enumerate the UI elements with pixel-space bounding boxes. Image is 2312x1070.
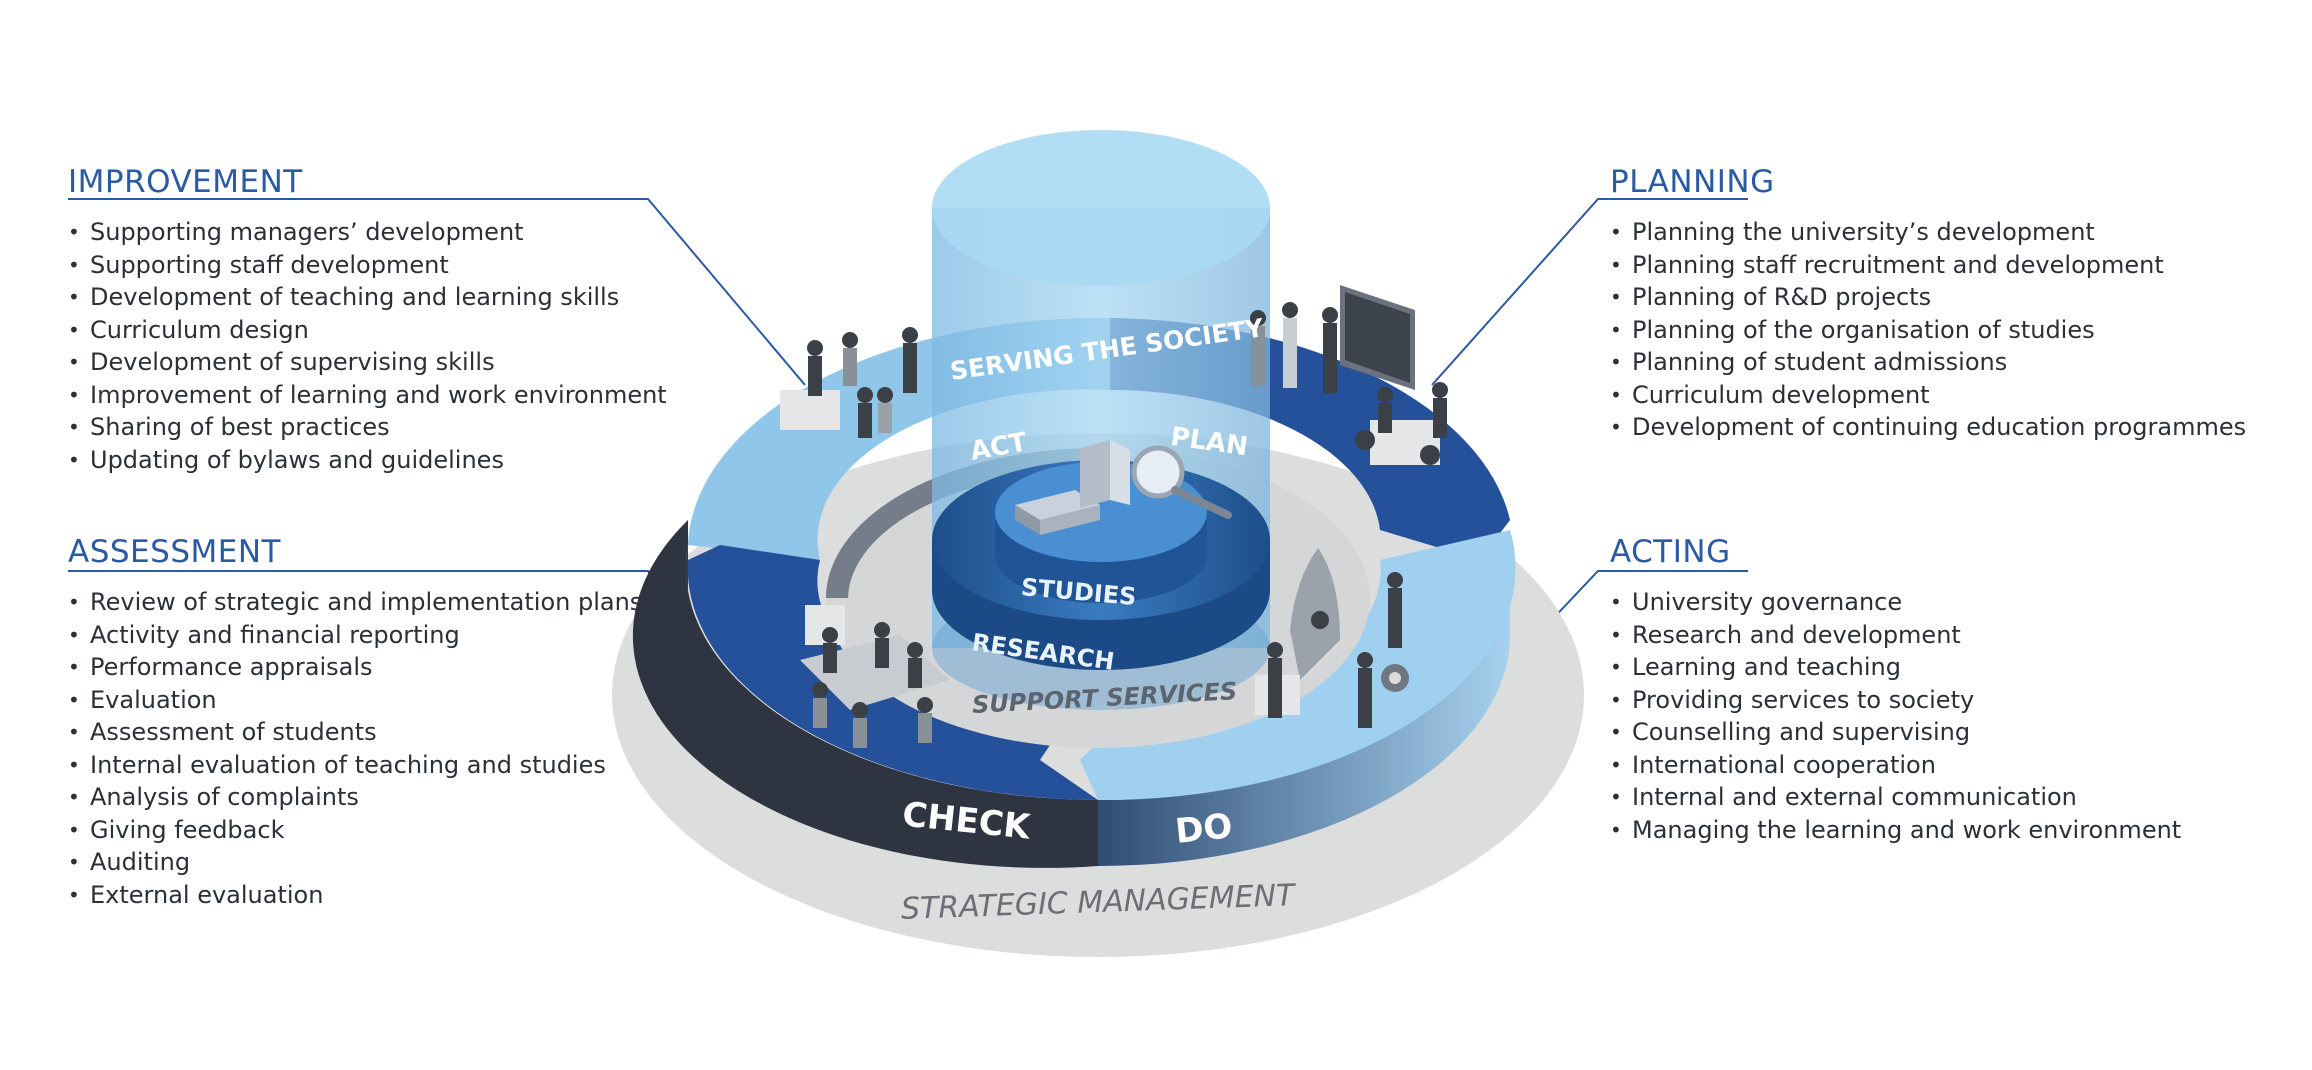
list-item: Giving feedback [68,814,642,847]
list-item: Planning staff recruitment and developme… [1610,249,2246,282]
connector-improvement [68,198,806,386]
list-item: Evaluation [68,684,642,717]
list-item: Planning of R&D projects [1610,281,2246,314]
acting-title: ACTING [1610,534,1731,570]
list-item: Improvement of learning and work environ… [68,379,667,412]
list-item: Development of supervising skills [68,346,667,379]
list-item: Learning and teaching [1610,651,2181,684]
list-item: Review of strategic and implementation p… [68,586,642,619]
assessment-title: ASSESSMENT [68,534,281,570]
list-item: Research and development [1610,619,2181,652]
list-item: Analysis of complaints [68,781,642,814]
improvement-panel: IMPROVEMENT Supporting managers’ develop… [68,162,667,476]
core-disc [932,440,1270,670]
list-item: Development of continuing education prog… [1610,411,2246,444]
improvement-list: Supporting managers’ development Support… [68,216,667,476]
people-group-planning-icon [1250,285,1448,465]
acting-list: University governance Research and devel… [1610,586,2181,846]
list-item: Planning of student admissions [1610,346,2246,379]
list-item: Auditing [68,846,642,879]
books-icon [1015,440,1130,535]
people-illustrations [780,285,1448,748]
list-item: Updating of bylaws and guidelines [68,444,667,477]
acting-panel: ACTING University governance Research an… [1610,532,2181,846]
people-group-check-icon [800,605,950,748]
list-item: Curriculum development [1610,379,2246,412]
list-item: University governance [1610,586,2181,619]
list-item: International cooperation [1610,749,2181,782]
magnifier-icon [1131,445,1232,519]
list-item: Internal evaluation of teaching and stud… [68,749,642,782]
outer-ring-walls [632,520,1511,868]
list-item: Internal and external communication [1610,781,2181,814]
planning-panel: PLANNING Planning the university’s devel… [1610,162,2246,444]
list-item: Activity and financial reporting [68,619,642,652]
list-item: External evaluation [68,879,642,912]
improvement-title: IMPROVEMENT [68,164,303,200]
list-item: Managing the learning and work environme… [1610,814,2181,847]
list-item: Planning the university’s development [1610,216,2246,249]
list-item: Assessment of students [68,716,642,749]
planning-list: Planning the university’s development Pl… [1610,216,2246,444]
list-item: Providing services to society [1610,684,2181,717]
list-item: Development of teaching and learning ski… [68,281,667,314]
list-item: Planning of the organisation of studies [1610,314,2246,347]
list-item: Sharing of best practices [68,411,667,444]
list-item: Supporting managers’ development [68,216,667,249]
planning-title: PLANNING [1610,164,1775,200]
list-item: Performance appraisals [68,651,642,684]
assessment-panel: ASSESSMENT Review of strategic and imple… [68,532,642,911]
rocket-icon [1255,548,1409,728]
assessment-list: Review of strategic and implementation p… [68,586,642,911]
people-group-improvement-icon [780,327,918,438]
list-item: Counselling and supervising [1610,716,2181,749]
do-label: DO [1173,806,1234,852]
connector-planning [1431,198,1748,386]
list-item: Supporting staff development [68,249,667,282]
list-item: Curriculum design [68,314,667,347]
